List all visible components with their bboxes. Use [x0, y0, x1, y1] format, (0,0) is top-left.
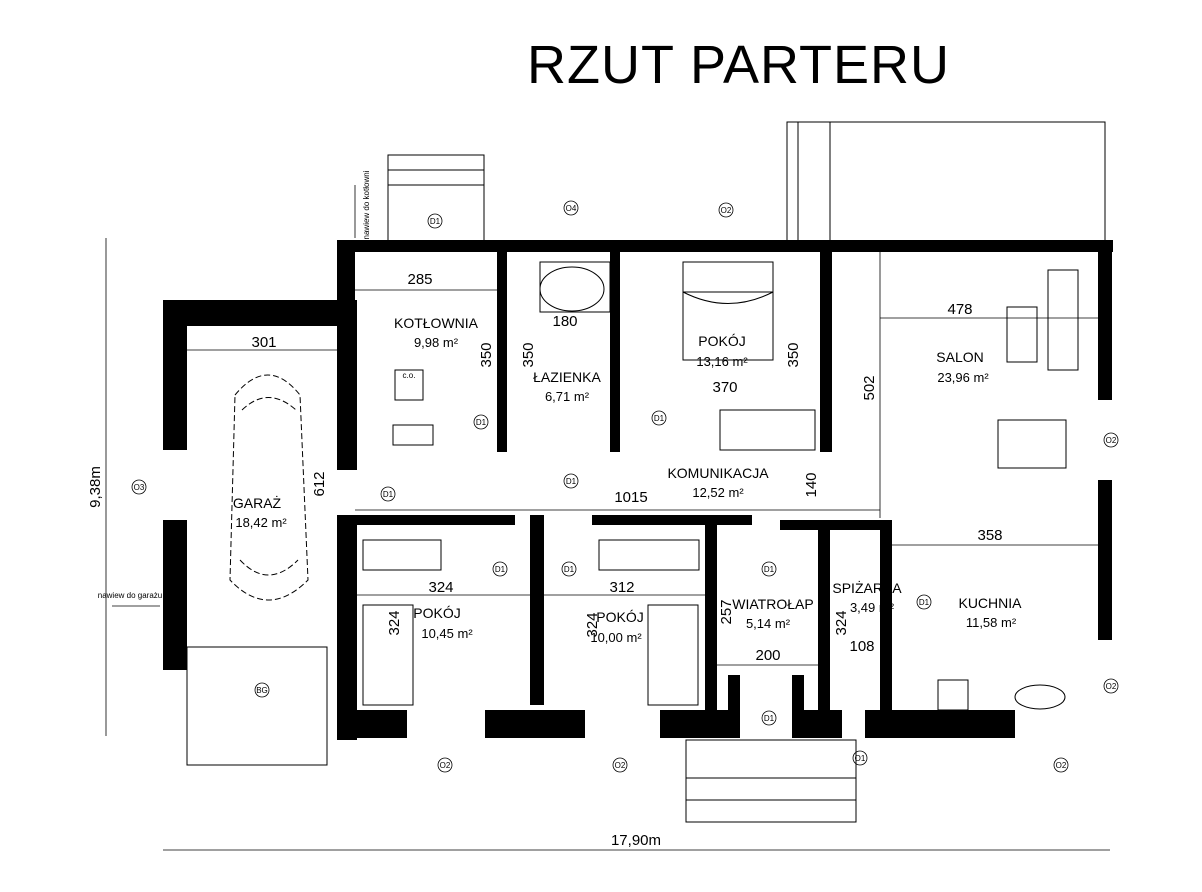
window-tag-o2-pokoj3: O2: [615, 761, 626, 770]
dim-324-b: 324: [386, 610, 403, 635]
door-tag-kotlownia: D1: [476, 418, 487, 427]
vent-note-kotlownia: nawiew do kotłowni: [362, 170, 371, 239]
window-tag-o2-salon: O2: [1106, 436, 1117, 445]
dim-612: 612: [311, 471, 328, 496]
outer-walls: [163, 240, 1113, 740]
window-tag-o4: O4: [566, 204, 577, 213]
vent-note-garaz: nawiew do garażu: [98, 591, 162, 600]
window-tag-o2-top: O2: [721, 206, 732, 215]
plan-title: RZUT PARTERU: [526, 35, 951, 95]
room-pokoj1-area: 13,16 m²: [696, 354, 748, 369]
dim-108: 108: [849, 638, 874, 655]
door-tag-pokoj2: D1: [495, 565, 506, 574]
door-tag-garaz: D1: [383, 490, 394, 499]
room-komunikacja-area: 12,52 m²: [692, 485, 744, 500]
dim-324-d: 324: [833, 610, 850, 635]
dim-324-a: 324: [428, 579, 453, 596]
room-pokoj2-name: POKÓJ: [413, 605, 460, 621]
room-pokoj2-area: 10,45 m²: [421, 626, 473, 641]
dim-478: 478: [947, 301, 972, 318]
dimension-lines: [105, 238, 1110, 851]
door-tag-lazienka: D1: [566, 477, 577, 486]
dim-total-width: 17,90m: [611, 832, 661, 849]
room-komunikacja-name: KOMUNIKACJA: [667, 465, 769, 481]
opening-tags: [131, 200, 1119, 773]
door-tag-pokoj3: D1: [564, 565, 575, 574]
room-wiatrolap-area: 5,14 m²: [746, 616, 791, 631]
door-tag-wiatrolap: D1: [764, 565, 775, 574]
dim-350-b: 350: [520, 342, 537, 367]
window-tag-o1: O1: [855, 754, 866, 763]
furniture: [362, 261, 1079, 711]
room-pokoj3-area: 10,00 m²: [590, 630, 642, 645]
dim-370: 370: [712, 379, 737, 396]
door-tag-kotlownia-ext: D1: [430, 217, 441, 226]
room-kotlownia-name: KOTŁOWNIA: [394, 315, 479, 331]
terrace-outlines: [186, 121, 1106, 823]
dim-324-c: 324: [584, 612, 601, 637]
room-pokoj1-name: POKÓJ: [698, 333, 745, 349]
room-wiatrolap-name: WIATROŁAP: [732, 596, 813, 612]
inner-walls: [355, 252, 892, 710]
dim-1015: 1015: [614, 489, 647, 506]
dim-140: 140: [803, 472, 820, 497]
dim-257: 257: [718, 599, 735, 624]
dim-total-depth: 9,38m: [87, 466, 104, 508]
opening-tag-texts: D1 D1 D1 D1 D1 D1 D1 D1 D1 D1 O4 O2 O2 O…: [134, 204, 1117, 770]
room-garaz-area: 18,42 m²: [235, 515, 287, 530]
room-kotlownia-area: 9,98 m²: [414, 335, 459, 350]
door-tag-pokoj1: D1: [654, 414, 665, 423]
door-tag-entrance: D1: [764, 714, 775, 723]
window-tag-o3: O3: [134, 483, 145, 492]
room-lazienka-area: 6,71 m²: [545, 389, 590, 404]
door-tag-spizarka: D1: [919, 598, 930, 607]
room-garaz-name: GARAŻ: [233, 494, 282, 511]
window-tag-o2-kuchnia: O2: [1056, 761, 1067, 770]
room-spizarka-area: 3,49 m²: [850, 600, 895, 615]
dim-312: 312: [609, 579, 634, 596]
dim-350-a: 350: [478, 342, 495, 367]
dim-200: 200: [755, 647, 780, 664]
room-kuchnia-name: KUCHNIA: [958, 595, 1022, 611]
room-spizarka-name: SPIŻARKA: [832, 579, 902, 596]
dimension-values: 285 180 350 350 350 370 478 502 301 612 …: [87, 271, 1003, 849]
dim-301: 301: [251, 334, 276, 351]
dim-285: 285: [407, 271, 432, 288]
dim-350-c: 350: [785, 342, 802, 367]
room-labels: KOTŁOWNIA 9,98 m² ŁAZIENKA 6,71 m² POKÓJ…: [233, 315, 1022, 645]
room-kuchnia-area: 11,58 m²: [966, 615, 1017, 630]
room-salon-area: 23,96 m²: [937, 370, 989, 385]
vent-notes: nawiew do garażu nawiew do kotłowni: [98, 170, 371, 600]
room-lazienka-name: ŁAZIENKA: [533, 369, 601, 385]
dim-358: 358: [977, 527, 1002, 544]
car-outline: [229, 374, 309, 601]
window-tag-o2-kuchnia-side: O2: [1106, 682, 1117, 691]
co-label: c.o.: [403, 371, 416, 380]
window-tag-o2-pokoj2: O2: [440, 761, 451, 770]
dim-502: 502: [861, 375, 878, 400]
dim-180: 180: [552, 313, 577, 330]
room-salon-name: SALON: [936, 349, 983, 365]
gate-tag-bg: BG: [256, 686, 268, 695]
room-pokoj3-name: POKÓJ: [596, 609, 643, 625]
